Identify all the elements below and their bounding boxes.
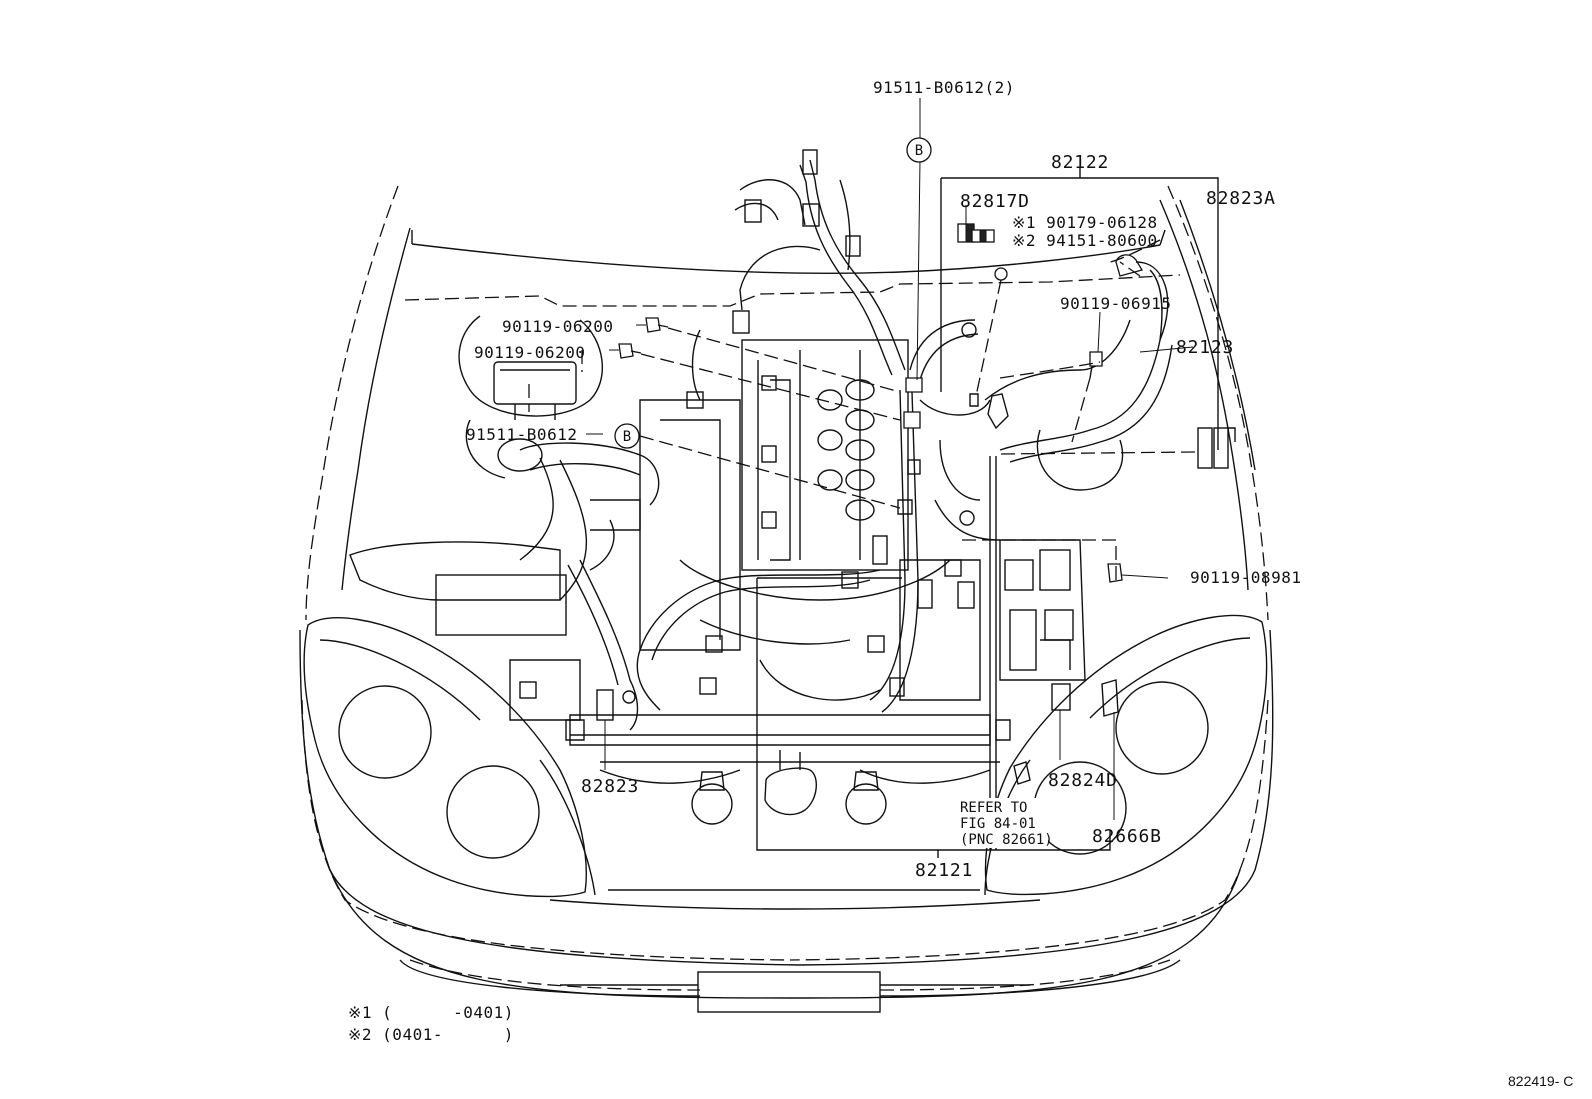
callout-90119-08981: 90119-08981: [1190, 568, 1301, 587]
callout-90119-06200-a: 90119-06200: [502, 317, 613, 336]
callout-90119-06915: 90119-06915: [1060, 294, 1171, 313]
callout-82123: 82123: [1176, 337, 1234, 358]
marker-b-left: B: [614, 423, 640, 449]
footnote-note1: ※1 ( -0401): [348, 1003, 514, 1022]
headlamp-right: [984, 614, 1268, 896]
callout-91511-B0612: 91511-B0612: [466, 425, 577, 444]
figure-id: 822419- C: [1508, 1073, 1573, 1089]
refer-to-line2: FIG 84-01: [960, 816, 1036, 832]
refer-to-line1: REFER TO: [960, 800, 1027, 816]
marker-b-top: B: [906, 137, 932, 163]
connectors: [519, 149, 1236, 721]
callout-labels: 91511-B0612(2) 82122 82817D 82823A ※1 90…: [466, 78, 1301, 881]
callout-91511-B0612-2: 91511-B0612(2): [873, 78, 1015, 97]
engine-block: [639, 339, 981, 701]
callout-note1-90179-06128: ※1 90179-06128: [1012, 213, 1158, 232]
assembly-82122-bracket: [940, 168, 1219, 450]
callout-82122: 82122: [1051, 152, 1109, 173]
assembly-82121-bracket: [756, 456, 1111, 858]
battery-box: [493, 361, 577, 420]
footnotes: ※1 ( -0401) ※2 (0401- ): [348, 1003, 514, 1044]
callout-note2-94151-80600: ※2 94151-80600: [1012, 231, 1158, 250]
leader-lines: [528, 98, 1196, 820]
wire-harness: [567, 159, 1173, 731]
callout-82823A: 82823A: [1206, 188, 1276, 209]
footnote-note2: ※2 (0401- ): [348, 1025, 514, 1044]
callout-82823: 82823: [581, 776, 639, 797]
callout-82824D: 82824D: [1048, 770, 1118, 791]
fasteners: [565, 223, 1123, 825]
marker-b-label: B: [915, 143, 923, 159]
refer-to-line3: (PNC 82661): [960, 832, 1053, 848]
vehicle-body-outline: [299, 185, 1274, 1013]
callout-90119-06200-b: 90119-06200: [474, 343, 585, 362]
callout-82666B: 82666B: [1092, 826, 1162, 847]
fuse-relay-block: [999, 539, 1086, 681]
radiator-support: [349, 541, 1000, 784]
headlamp-left: [303, 617, 587, 898]
callout-82817D: 82817D: [960, 191, 1030, 212]
marker-b-label: B: [623, 429, 631, 445]
callout-82121: 82121: [915, 860, 973, 881]
